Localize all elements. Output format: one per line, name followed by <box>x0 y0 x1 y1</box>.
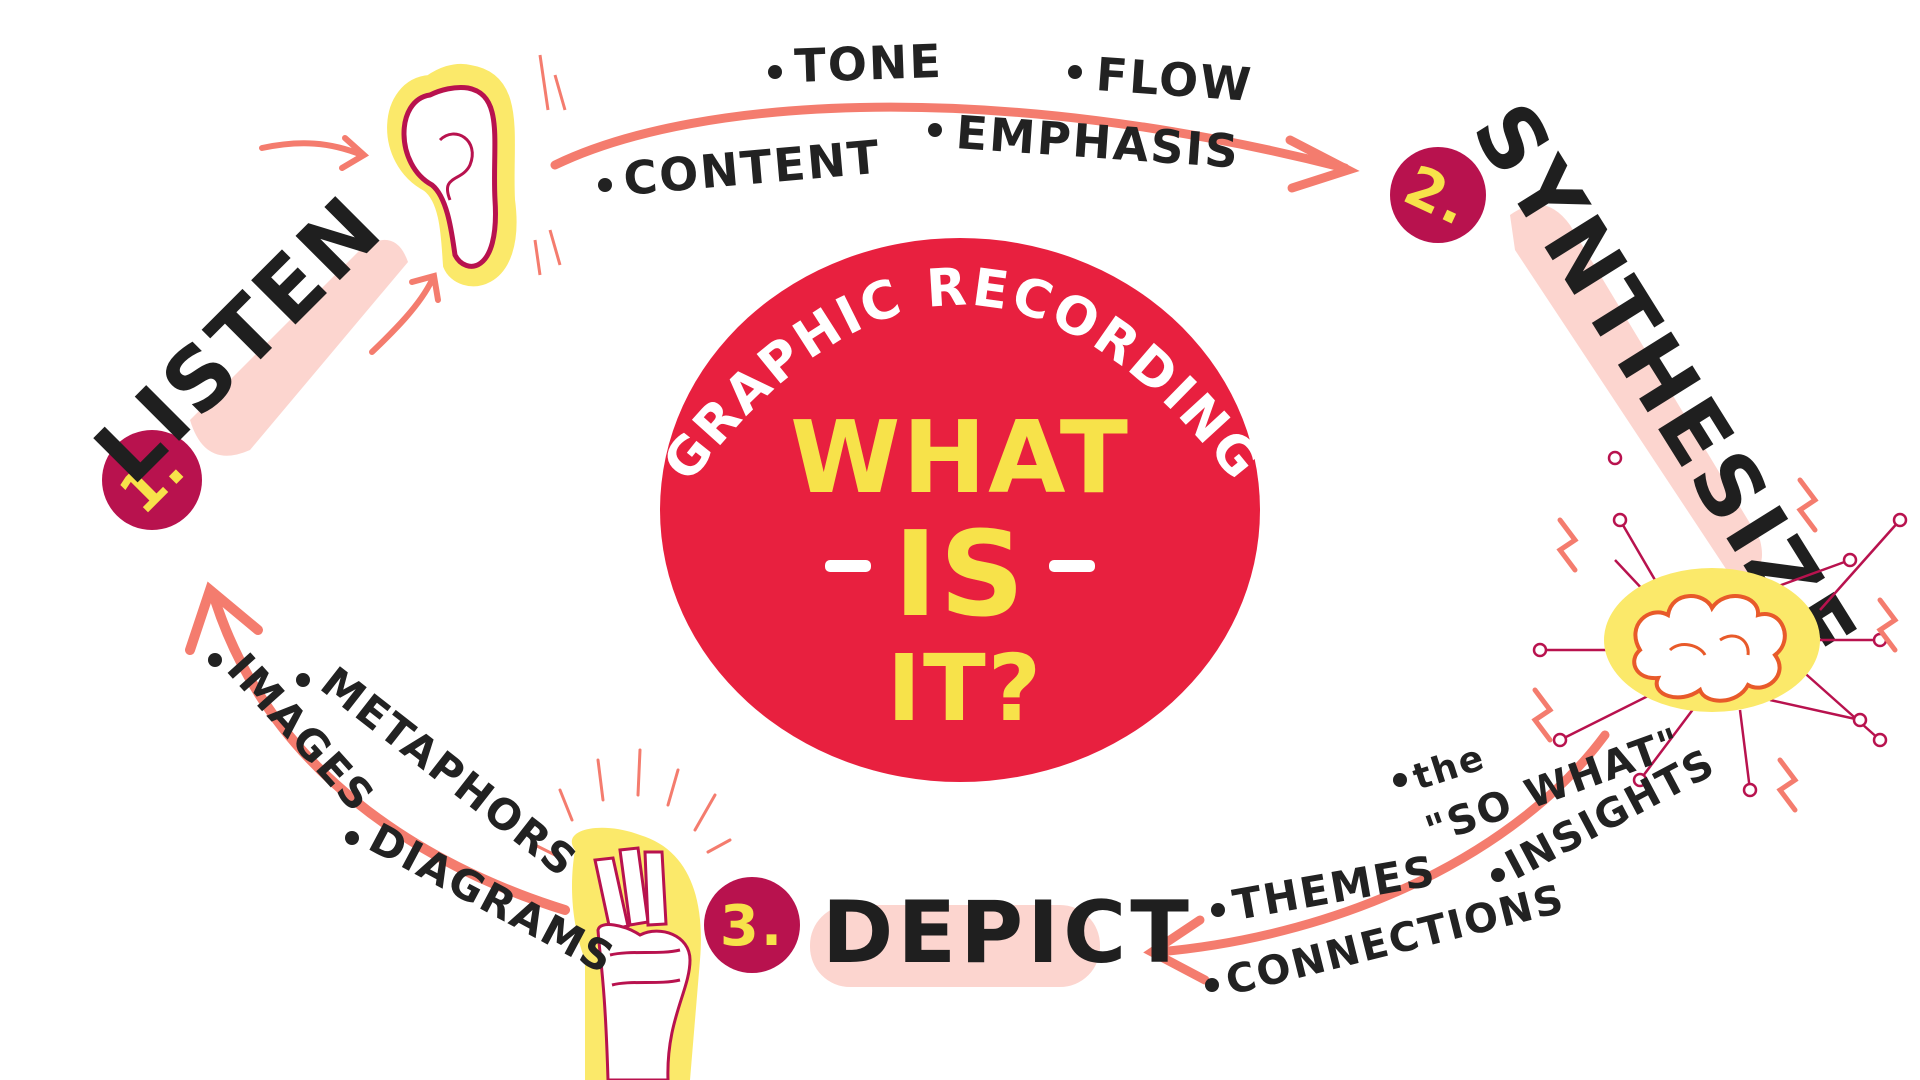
ear-icon <box>394 55 565 279</box>
center-dash-right <box>1049 560 1095 572</box>
center-what: WHAT <box>790 399 1130 516</box>
center-circle-group: GRAPHIC RECORDING WHAT IS IT? <box>652 238 1273 782</box>
center-is: IS <box>894 505 1027 643</box>
step3-number: 3. <box>720 894 784 959</box>
bullet-tone: TONE <box>793 34 943 93</box>
bullet-emphasis: EMPHASIS <box>954 105 1241 179</box>
bullet-content: CONTENT <box>621 130 883 206</box>
center-dash-left <box>825 560 871 572</box>
depict-bullets: METAPHORS IMAGES DIAGRAMS <box>208 644 623 984</box>
ear-arrow-top <box>262 143 362 155</box>
bullet-flow: FLOW <box>1094 47 1254 112</box>
step3-label: DEPICT <box>822 883 1193 983</box>
center-it: IT? <box>887 635 1043 742</box>
step1-label: LISTEN <box>76 176 403 503</box>
step-synthesize: 2. SYNTHESIZE <box>1205 86 1906 1004</box>
